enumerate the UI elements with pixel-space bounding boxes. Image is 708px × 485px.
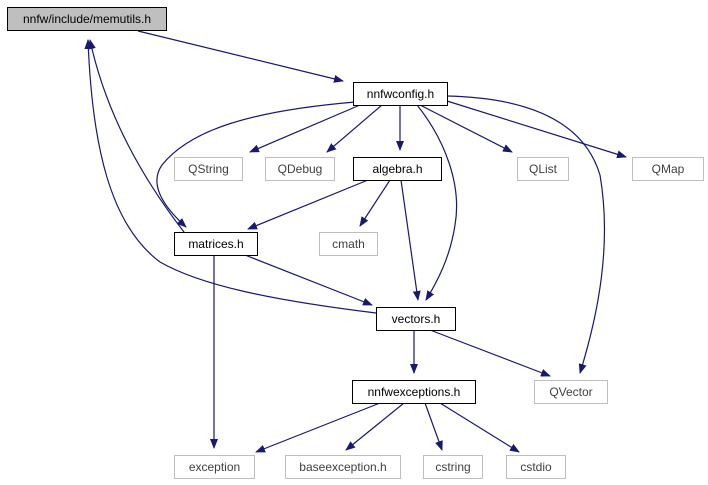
node-label-cstring: cstring — [435, 460, 470, 474]
node-box-algebra — [353, 157, 442, 181]
node-nnfwconfig[interactable]: nnfwconfig.h — [353, 82, 448, 106]
node-cstring[interactable]: cstring — [423, 455, 483, 479]
node-box-baseexception — [285, 455, 401, 479]
node-box-cmath — [319, 232, 378, 256]
node-vectors[interactable]: vectors.h — [376, 307, 456, 331]
edge-algebra-to-cmath — [359, 179, 391, 227]
nodes-layer: nnfw/include/memutils.h nnfwconfig.hQStri… — [7, 7, 704, 479]
node-label-vectors: vectors.h — [392, 312, 441, 326]
edge-nnfwconfig-to-qlist — [419, 104, 513, 153]
edge-algebra-to-vectors — [400, 179, 421, 301]
node-qvector[interactable]: QVector — [534, 380, 608, 404]
node-box-memutils — [7, 7, 167, 31]
node-box-qdebug — [265, 157, 335, 181]
node-label-matrices: matrices.h — [188, 237, 243, 251]
edge-vectors-to-memutils — [84, 39, 377, 314]
edges-layer — [84, 30, 627, 453]
edge-nnfwconfig-to-qstring — [249, 104, 361, 153]
node-label-baseexception: baseexception.h — [299, 460, 386, 474]
node-qmap[interactable]: QMap — [632, 157, 704, 181]
node-box-vectors — [376, 307, 456, 331]
edge-nnfwconfig-to-vectors — [416, 104, 458, 301]
node-label-nnfwexceptions: nnfwexceptions.h — [368, 385, 461, 399]
node-box-cstdio — [506, 455, 566, 479]
node-algebra[interactable]: algebra.h — [353, 157, 442, 181]
node-baseexception[interactable]: baseexception.h — [285, 455, 401, 479]
node-cstdio[interactable]: cstdio — [506, 455, 566, 479]
edge-nnfwconfig-to-qvector — [446, 95, 606, 374]
node-label-cstdio: cstdio — [520, 460, 552, 474]
node-qstring[interactable]: QString — [174, 157, 243, 181]
node-label-exception: exception — [189, 460, 240, 474]
node-box-qmap — [632, 157, 704, 181]
node-label-nnfwconfig: nnfwconfig.h — [367, 87, 434, 101]
node-box-nnfwconfig — [353, 82, 448, 106]
node-label-algebra: algebra.h — [372, 162, 422, 176]
node-box-nnfwexceptions — [352, 380, 476, 404]
edge-vectors-to-qvector — [429, 329, 551, 377]
node-qdebug[interactable]: QDebug — [265, 157, 335, 181]
edge-nnfwexceptions-to-cstring — [424, 402, 443, 451]
node-box-exception — [174, 455, 255, 479]
node-box-matrices — [174, 232, 258, 256]
node-label-qstring: QString — [188, 162, 229, 176]
edge-algebra-to-matrices — [247, 179, 369, 230]
edge-matrices-to-memutils — [87, 39, 185, 233]
node-exception[interactable]: exception — [174, 455, 255, 479]
node-box-qstring — [174, 157, 243, 181]
node-label-cmath: cmath — [332, 237, 365, 251]
edge-matrices-to-vectors — [244, 254, 373, 306]
edge-nnfwconfig-to-qmap — [446, 100, 627, 159]
node-label-memutils: nnfw/include/memutils.h — [23, 12, 151, 26]
node-label-qdebug: QDebug — [278, 162, 323, 176]
edge-nnfwconfig-to-qdebug — [326, 104, 383, 153]
node-box-cstring — [423, 455, 483, 479]
edge-nnfwexceptions-to-cstdio — [439, 402, 520, 453]
node-cmath[interactable]: cmath — [319, 232, 378, 256]
node-box-qlist — [517, 157, 569, 181]
edge-memutils-to-nnfwconfig — [137, 30, 344, 83]
edge-nnfwexceptions-to-baseexception — [345, 402, 405, 451]
node-label-qvector: QVector — [549, 385, 592, 399]
edge-nnfwconfig-to-matrices — [156, 101, 356, 228]
node-matrices[interactable]: matrices.h — [174, 232, 258, 256]
node-memutils[interactable]: nnfw/include/memutils.h — [7, 7, 167, 31]
node-label-qlist: QList — [529, 162, 558, 176]
node-qlist[interactable]: QList — [517, 157, 569, 181]
node-box-qvector — [534, 380, 608, 404]
edge-nnfwexceptions-to-exception — [255, 402, 381, 453]
node-nnfwexceptions[interactable]: nnfwexceptions.h — [352, 380, 476, 404]
node-label-qmap: QMap — [652, 162, 685, 176]
